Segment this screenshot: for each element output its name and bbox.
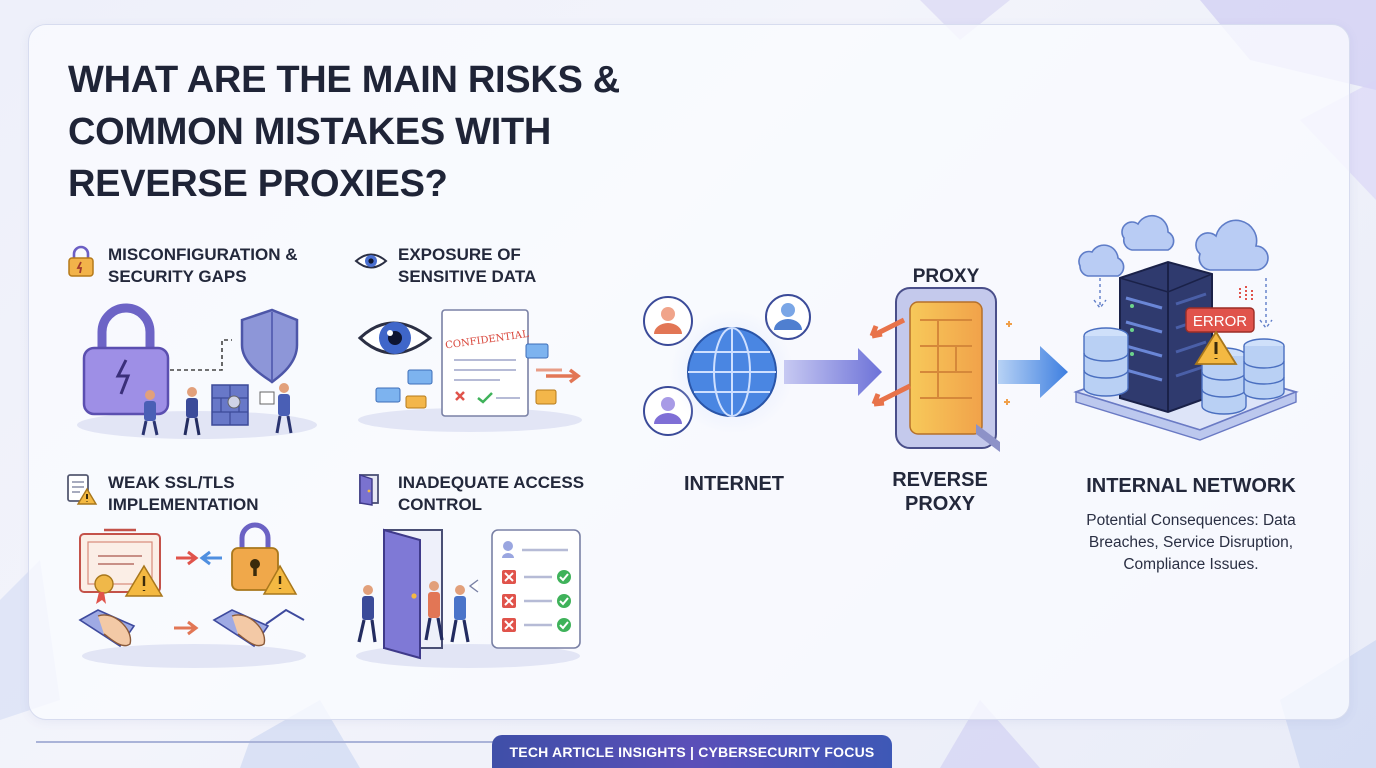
eye-icon <box>354 253 388 269</box>
cloud-icon <box>1078 244 1125 310</box>
user-icon <box>765 294 811 340</box>
arrow-icon <box>784 348 882 396</box>
lock-warning-icon <box>68 245 94 277</box>
cloud-icon <box>1121 214 1175 251</box>
risk-label: INADEQUATE ACCESS CONTROL <box>398 473 585 514</box>
error-badge: ERROR <box>1185 307 1255 333</box>
reverse-proxy-label: REVERSE PROXY <box>892 469 988 515</box>
error-label: ERROR <box>1193 313 1247 330</box>
server-icon <box>1119 260 1213 414</box>
user-icon <box>643 296 693 346</box>
risk-access-control: INADEQUATE ACCESS CONTROL <box>354 472 618 516</box>
access-control-illustration <box>356 528 581 668</box>
risk-label: EXPOSURE OF SENSITIVE DATA <box>398 245 537 286</box>
page-title: WHAT ARE THE MAIN RISKS & COMMON MISTAKE… <box>68 59 620 205</box>
risk-label: MISCONFIGURATION & SECURITY GAPS <box>108 245 298 286</box>
document-warning-icon <box>67 474 98 505</box>
globe-icon <box>670 310 794 434</box>
internet-label: INTERNET <box>684 473 784 495</box>
risk-weak-ssl: WEAK SSL/TLS IMPLEMENTATION <box>64 472 328 516</box>
proxy-top-label: PROXY <box>913 266 980 287</box>
cloud-icon <box>1195 219 1273 330</box>
network-flow-diagram: PROXY ERROR <box>643 214 1299 452</box>
misconfiguration-illustration <box>77 303 317 439</box>
risk-label: WEAK SSL/TLS IMPLEMENTATION <box>108 473 259 514</box>
arrow-icon <box>998 346 1068 398</box>
footer-banner: TECH ARTICLE INSIGHTS | CYBERSECURITY FO… <box>492 735 892 768</box>
footer-divider <box>36 741 496 743</box>
database-icon <box>1243 338 1285 400</box>
risk-misconfiguration: MISCONFIGURATION & SECURITY GAPS <box>64 244 338 288</box>
consequences-text: Potential Consequences: Data Breaches, S… <box>1086 512 1296 573</box>
door-icon <box>359 474 379 506</box>
database-icon <box>1083 327 1129 397</box>
weak-ssl-illustration <box>78 522 306 668</box>
data-exposure-illustration: CONFIDENTIAL <box>357 309 582 432</box>
risk-data-exposure: EXPOSURE OF SENSITIVE DATA <box>354 244 598 288</box>
reverse-proxy-icon <box>869 287 1012 452</box>
internal-network-label: INTERNAL NETWORK <box>1086 475 1296 497</box>
warning-icon <box>1194 330 1238 365</box>
